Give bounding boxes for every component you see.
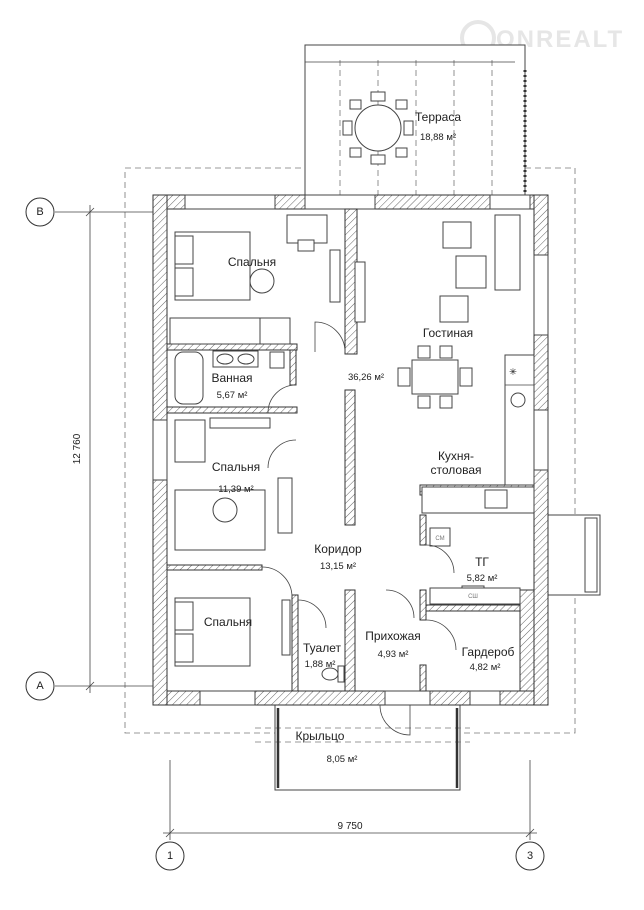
- room-label-kitchen-line1: Кухня-: [438, 449, 474, 463]
- utility-furniture: [429, 527, 521, 605]
- room-label-porch: Крыльцо: [296, 729, 345, 743]
- room-label-wardrobe: Гардероб: [462, 645, 515, 659]
- living-furniture: [354, 214, 521, 409]
- svg-text:1: 1: [167, 850, 173, 862]
- room-area-corridor: 13,15 м²: [320, 561, 356, 572]
- outer-walls: [152, 194, 549, 706]
- washer-label: СМ: [435, 536, 444, 542]
- svg-text:3: 3: [527, 850, 533, 862]
- axis-marker-1: 1: [155, 841, 185, 871]
- room-label-kitchen-line2: столовая: [431, 463, 482, 477]
- room-label-terrace: Терраса: [415, 110, 461, 124]
- room-label-utility: ТГ: [475, 555, 489, 569]
- room-area-porch: 8,05 м²: [327, 754, 358, 765]
- room-area-hall: 4,93 м²: [378, 649, 409, 660]
- svg-text:A: A: [36, 680, 44, 692]
- room-area-terrace: 18,88 м²: [420, 132, 456, 143]
- room-area-wardrobe: 4,82 м²: [470, 662, 501, 673]
- axis-lines: [55, 205, 537, 840]
- round-table: [354, 104, 402, 152]
- porch: Крыльцо 8,05 м²: [255, 704, 470, 791]
- room-label-bedroom3: Спальня: [204, 615, 252, 629]
- bathroom-furniture: [174, 350, 285, 405]
- room-area-utility: 5,82 м²: [467, 573, 498, 584]
- room-label-bedroom2: Спальня: [212, 460, 260, 474]
- axis-marker-3: 3: [515, 841, 545, 871]
- dryer-label: СШ: [468, 594, 478, 600]
- room-label-toilet: Туалет: [303, 641, 341, 655]
- room-label-corridor: Коридор: [314, 542, 362, 556]
- toilet-furniture: [321, 665, 345, 683]
- room-label-hall: Прихожая: [365, 629, 421, 643]
- room-label-bathroom: Ванная: [211, 371, 252, 385]
- room-label-bedroom1: Спальня: [228, 255, 276, 269]
- bedroom2-furniture: [174, 417, 293, 551]
- room-area-toilet: 1,88 м²: [305, 659, 336, 670]
- bedroom1-furniture: [169, 214, 341, 345]
- fridge-icon: ✳: [509, 367, 517, 378]
- doors: [261, 321, 457, 736]
- room-label-living: Гостиная: [423, 326, 473, 340]
- axis-marker-b: B: [25, 197, 55, 227]
- axis-marker-a: A: [25, 671, 55, 701]
- width-dimension: 9 750: [337, 821, 362, 832]
- terrace: Терраса 18,88 м²: [304, 44, 527, 196]
- room-area-bathroom: 5,67 м²: [217, 390, 248, 401]
- bedroom3-furniture: [174, 597, 291, 667]
- kitchen-furniture: [421, 354, 535, 514]
- room-area-bedroom2: 11,39 м²: [218, 484, 253, 495]
- height-dimension: 12 760: [72, 433, 83, 464]
- svg-text:B: B: [36, 206, 43, 218]
- room-area-living: 36,26 м²: [348, 372, 384, 383]
